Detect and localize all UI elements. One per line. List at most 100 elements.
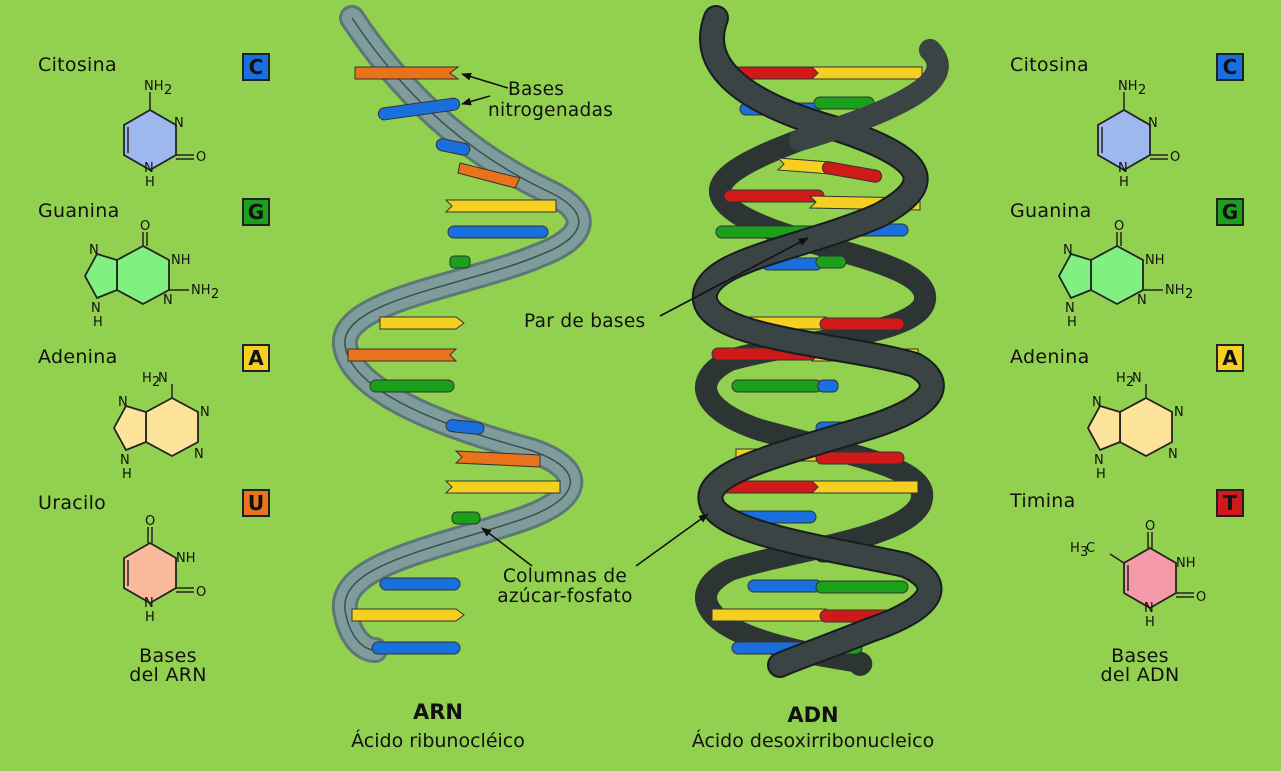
- dna-backbone-back: [695, 39, 949, 676]
- dna-cytosine-badge: C: [1216, 53, 1244, 81]
- svg-text:N: N: [1174, 405, 1184, 420]
- svg-text:N: N: [144, 161, 154, 176]
- rna-base-1: [354, 66, 460, 80]
- dna-pair-15: [747, 579, 909, 594]
- arrow-base-pair: [659, 237, 809, 317]
- svg-text:H: H: [1116, 371, 1126, 386]
- annotation-bases-2: nitrogenadas: [488, 100, 614, 121]
- svg-text:N: N: [1137, 293, 1147, 308]
- rna-base-5: [444, 199, 557, 213]
- dna-bases-caption-2: del ADN: [1100, 664, 1180, 686]
- svg-text:O: O: [1196, 590, 1206, 605]
- dna-thymine-label: Timina: [1010, 490, 1076, 512]
- rna-base-14: [451, 511, 481, 525]
- dna-guanine-badge: G: [1216, 198, 1244, 226]
- arrow-backbone-dna: [635, 513, 709, 567]
- rna-uracil-label: Uracilo: [38, 492, 107, 514]
- svg-text:NH: NH: [176, 551, 196, 566]
- rna-base-8: [379, 316, 465, 330]
- rna-title: ARN: [413, 700, 463, 724]
- svg-text:H: H: [1096, 467, 1106, 482]
- svg-text:NH: NH: [1165, 283, 1185, 298]
- svg-text:NH: NH: [144, 79, 164, 94]
- svg-text:NH: NH: [1176, 556, 1196, 571]
- svg-text:N: N: [1144, 601, 1154, 616]
- rna-base-10: [369, 379, 455, 393]
- svg-text:2: 2: [164, 83, 172, 98]
- svg-text:N: N: [158, 371, 168, 386]
- rna-bases-caption-2: del ARN: [129, 664, 207, 686]
- svg-text:N: N: [174, 116, 184, 131]
- svg-text:O: O: [1170, 150, 1180, 165]
- svg-text:N: N: [200, 405, 210, 420]
- rna-base-12: [454, 450, 541, 468]
- svg-text:H: H: [122, 467, 132, 482]
- rna-adenine-badge: A: [242, 344, 270, 372]
- dna-adenine-badge: A: [1216, 344, 1244, 372]
- svg-text:2: 2: [1126, 375, 1134, 390]
- rna-base-2: [377, 97, 461, 121]
- arrow-backbone-rna: [481, 527, 533, 567]
- rna-cytosine-label: Citosina: [38, 54, 117, 76]
- svg-text:N: N: [163, 293, 173, 308]
- svg-text:N: N: [120, 453, 130, 468]
- svg-text:O: O: [1114, 219, 1124, 234]
- svg-text:H: H: [1145, 615, 1155, 630]
- svg-text:H: H: [142, 371, 152, 386]
- svg-text:N: N: [89, 243, 99, 258]
- svg-text:3: 3: [1080, 545, 1088, 560]
- dna-guanine-label: Guanina: [1010, 200, 1092, 222]
- arrow-bases-2: [461, 95, 491, 106]
- dna-helix: [691, 5, 949, 678]
- svg-text:NH: NH: [171, 253, 191, 268]
- svg-text:O: O: [196, 150, 206, 165]
- rna-base-15: [379, 577, 461, 591]
- rna-base-9: [347, 348, 458, 362]
- svg-text:N: N: [1094, 453, 1104, 468]
- svg-text:N: N: [1148, 116, 1158, 131]
- svg-text:N: N: [1168, 447, 1178, 462]
- dna-backbone-back-top: [789, 39, 949, 151]
- svg-text:N: N: [144, 596, 154, 611]
- svg-text:NH: NH: [191, 283, 211, 298]
- svg-text:O: O: [140, 219, 150, 234]
- svg-text:NH: NH: [1118, 79, 1138, 94]
- svg-text:2: 2: [1138, 83, 1146, 98]
- annotation-backbone-2: azúcar-fosfato: [497, 586, 633, 607]
- dna-subtitle: Ácido desoxirribonucleico: [691, 730, 935, 752]
- svg-text:2: 2: [152, 375, 160, 390]
- dna-pair-9: [731, 379, 839, 393]
- rna-guanine-label: Guanina: [38, 200, 120, 222]
- annotation-bases-1: Bases: [508, 79, 565, 100]
- svg-text:N: N: [1092, 395, 1102, 410]
- svg-text:NH: NH: [1145, 253, 1165, 268]
- svg-text:2: 2: [211, 287, 219, 302]
- rna-cytosine-badge: C: [242, 53, 270, 81]
- dna-title: ADN: [787, 703, 839, 727]
- rna-uracil-badge: U: [242, 489, 270, 517]
- rna-helix: [331, 5, 592, 663]
- dna-adenine-label: Adenina: [1010, 346, 1090, 368]
- arrow-bases-1: [461, 72, 509, 89]
- rna-base-4: [457, 162, 521, 189]
- svg-text:O: O: [196, 585, 206, 600]
- dna-cytosine-label: Citosina: [1010, 54, 1089, 76]
- dna-pair-3: [776, 157, 883, 183]
- dna-pair-7: [739, 316, 905, 331]
- rna-base-6: [447, 225, 549, 239]
- rna-base-13: [444, 480, 561, 494]
- svg-text:H: H: [93, 315, 103, 330]
- svg-text:H: H: [145, 610, 155, 625]
- svg-text:N: N: [1063, 243, 1073, 258]
- rna-base-3: [435, 138, 471, 156]
- rna-base-11: [445, 419, 485, 435]
